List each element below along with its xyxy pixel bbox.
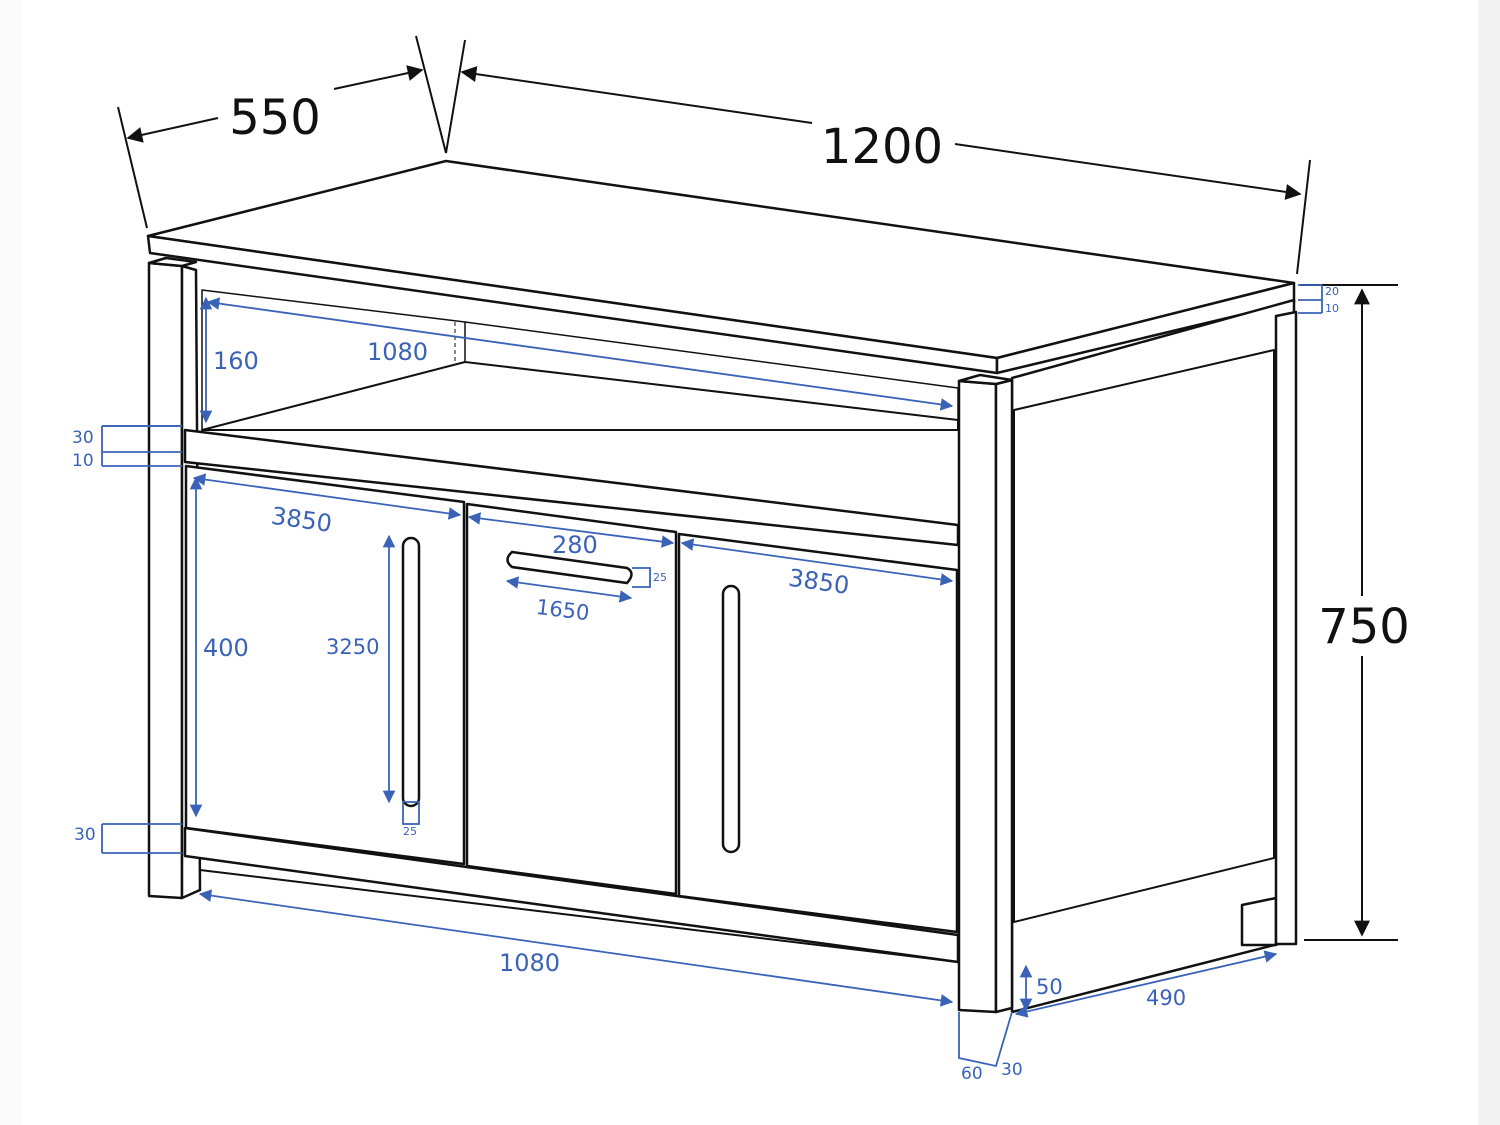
vertical-handle-length-label: 3250 — [326, 635, 379, 659]
right-leg-cap — [957, 373, 1014, 386]
door-height-label: 400 — [203, 634, 249, 662]
handle-height-box-horizontal — [632, 567, 651, 588]
back-leg — [1240, 896, 1278, 947]
middle-door-width-label: 280 — [552, 531, 598, 559]
overall-width-label: 1200 — [821, 119, 943, 175]
right-front-leg — [957, 379, 998, 1014]
depth-dim-line-b — [333, 65, 424, 90]
width-dim-line-a — [460, 66, 813, 124]
horizontal-handle-dim — [505, 576, 633, 603]
side-depth-label: 490 — [1146, 986, 1186, 1010]
side-panel-inset — [1013, 349, 1275, 923]
vertical-handle-width-label: 25 — [403, 825, 417, 838]
depth-dim-line-a — [126, 117, 219, 143]
width-dim-line-b — [954, 143, 1302, 200]
left-door-width-dim — [192, 473, 462, 520]
left-front-leg — [147, 261, 184, 900]
ext-line-width-left — [445, 39, 466, 154]
horizontal-handle-height-label: 25 — [653, 571, 667, 584]
top-offset-lower-label: 10 — [1325, 302, 1339, 315]
bottom-width-label: 1080 — [499, 949, 560, 977]
door-handles — [401, 536, 741, 854]
right-front-leg-side — [994, 378, 1014, 1014]
page-right-edge — [1478, 0, 1500, 1125]
left-door-handle — [401, 536, 421, 808]
leg-footprint-box — [958, 1011, 1013, 1068]
shelf-width-dim — [206, 297, 954, 411]
bottom-rail-label: 30 — [74, 825, 96, 845]
ext-line-width-right — [1296, 159, 1311, 275]
overall-depth-label: 550 — [229, 90, 321, 146]
side-depth-dim — [1014, 950, 1278, 1018]
leg-width-label: 60 — [961, 1064, 983, 1084]
shelf-height-label: 160 — [213, 347, 259, 375]
handle-width-box-vertical — [402, 801, 420, 825]
right-door-width-dim — [680, 538, 954, 586]
bottom-width-dim — [198, 889, 954, 1007]
leg-height-label: 50 — [1036, 975, 1063, 999]
middle-rail — [183, 428, 960, 547]
leg-depth-label: 30 — [1001, 1060, 1023, 1080]
top-rail-upper-label: 30 — [72, 428, 94, 448]
right-door-handle — [721, 584, 741, 854]
ext-line-depth-right — [415, 35, 447, 154]
page-left-edge — [0, 0, 22, 1125]
overall-dimensions — [117, 35, 1398, 941]
left-leg-cap — [147, 256, 198, 268]
cabinet-body — [146, 159, 1298, 1014]
top-offset-upper-label: 20 — [1325, 285, 1339, 298]
middle-door-width-dim — [467, 512, 675, 548]
top-rail-lower-label: 10 — [72, 451, 94, 471]
ext-line-depth-left — [117, 106, 148, 229]
overall-height-label: 750 — [1318, 599, 1410, 655]
detail-dimension-lines — [101, 284, 1323, 1068]
shelf-width-label: 1080 — [367, 338, 428, 366]
side-rear-post — [1274, 310, 1298, 946]
